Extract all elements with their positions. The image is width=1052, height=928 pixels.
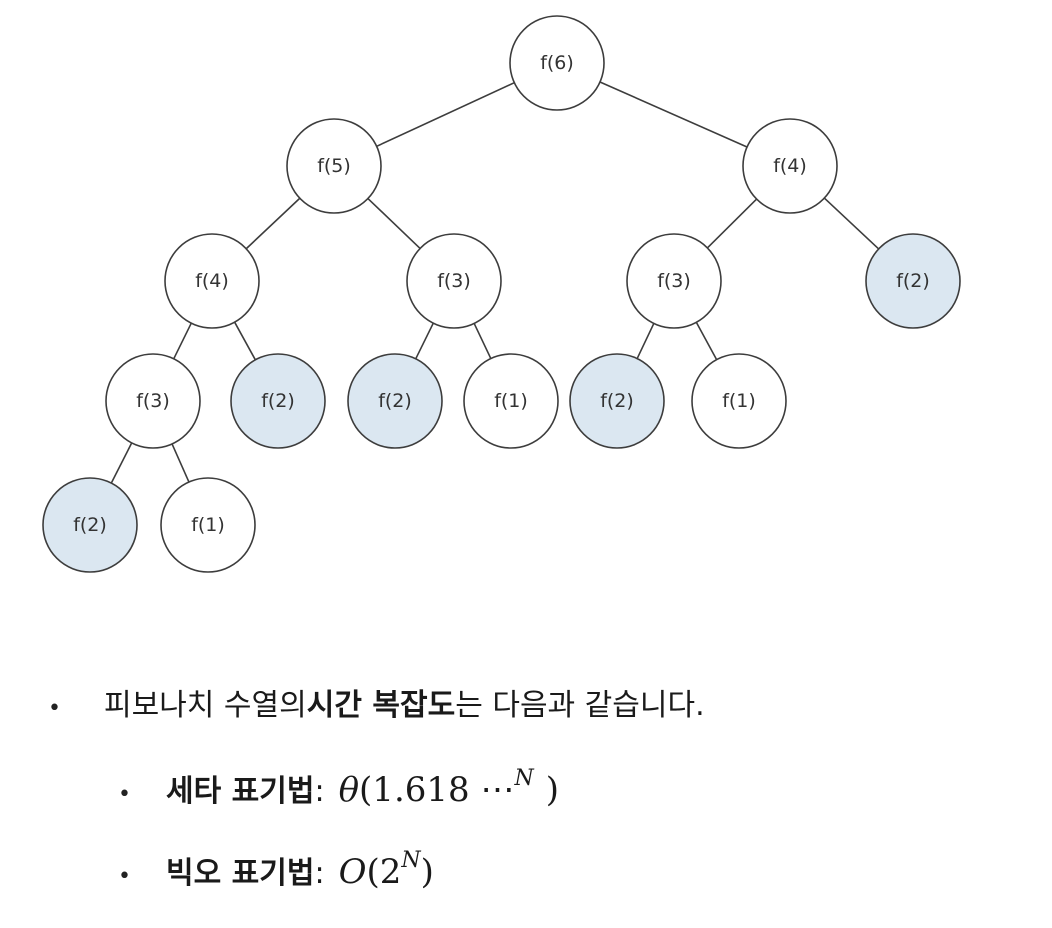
tree-node: f(1): [691, 353, 787, 449]
node-circle: [463, 353, 559, 449]
tree-nodes: f(6) f(5) f(4) f(4) f(3) f(3) f(2) f(3) f(2) f(2)…: [42, 15, 961, 573]
tree-node: f(2): [865, 233, 961, 329]
tree-node: f(4): [164, 233, 260, 329]
theta-exponent: N: [514, 766, 534, 791]
tree-edge: [706, 198, 758, 249]
node-label: f(1): [191, 514, 225, 536]
tree-edge: [695, 321, 718, 361]
theta-formula: θ(1.618 ⋯N): [338, 768, 559, 811]
tree-edge: [473, 323, 492, 359]
node-label: f(2): [600, 390, 634, 412]
node-label: f(1): [494, 390, 528, 412]
bullet-dot: •: [118, 782, 131, 807]
bullet-bigo-notation: • 빅오 표기법: O(2N): [118, 848, 434, 893]
theta-body: (1.618 ⋯: [359, 770, 515, 810]
bullet-dot: •: [48, 696, 61, 721]
node-circle: [160, 477, 256, 573]
tree-edge: [636, 323, 655, 359]
bullet-text-suffix: 는 다음과 같습니다.: [455, 688, 705, 723]
tree-edge: [171, 443, 190, 483]
tree-edge: [599, 81, 748, 148]
theta-colon: :: [314, 774, 325, 809]
tree-edge: [367, 197, 421, 250]
bigo-exponent: N: [401, 848, 421, 873]
bigo-body: (2: [366, 852, 402, 892]
node-label: f(1): [722, 390, 756, 412]
node-circle-highlighted: [865, 233, 961, 329]
bullet-text-prefix: 피보나치 수열의: [104, 688, 307, 723]
theta-close: ): [545, 770, 559, 810]
node-label: f(4): [773, 155, 807, 177]
tree-edge: [173, 322, 192, 360]
recursion-tree: f(6) f(5) f(4) f(4) f(3) f(3) f(2) f(3) f(2) f(2)…: [42, 15, 961, 573]
node-label: f(3): [437, 270, 471, 292]
bullet-text-bold: 시간 복잡도: [306, 688, 456, 723]
tree-node: f(2): [569, 353, 665, 449]
tree-edge: [233, 321, 257, 361]
node-label: f(2): [378, 390, 412, 412]
tree-node: f(6): [509, 15, 605, 111]
tree-node: f(2): [230, 353, 326, 449]
node-label: f(5): [317, 155, 351, 177]
node-circle: [742, 118, 838, 214]
tree-node: f(3): [626, 233, 722, 329]
node-circle: [286, 118, 382, 214]
node-label: f(2): [73, 514, 107, 536]
theta-label: 세타 표기법: [166, 774, 315, 809]
node-circle-highlighted: [42, 477, 138, 573]
node-circle: [105, 353, 201, 449]
tree-node: f(4): [742, 118, 838, 214]
bigo-label: 빅오 표기법: [166, 856, 315, 891]
node-circle: [626, 233, 722, 329]
tree-edges: [110, 81, 880, 484]
node-circle: [164, 233, 260, 329]
tree-node: f(3): [406, 233, 502, 329]
node-circle: [509, 15, 605, 111]
theta-symbol: θ: [338, 770, 360, 810]
bigo-symbol: O: [338, 852, 367, 892]
tree-edge: [376, 81, 515, 148]
node-circle-highlighted: [230, 353, 326, 449]
tree-edge: [823, 197, 880, 250]
bullet-theta-notation: • 세타 표기법: θ(1.618 ⋯N): [118, 766, 559, 811]
tree-node: f(1): [463, 353, 559, 449]
tree-node: f(1): [160, 477, 256, 573]
node-label: f(6): [540, 52, 574, 74]
node-label: f(4): [195, 270, 229, 292]
node-circle: [406, 233, 502, 329]
node-circle: [691, 353, 787, 449]
tree-node: f(2): [347, 353, 443, 449]
node-label: f(2): [896, 270, 930, 292]
tree-edge: [415, 322, 434, 360]
tree-node: f(5): [286, 118, 382, 214]
bigo-formula: O(2N): [338, 850, 434, 893]
bullet-dot: •: [118, 864, 131, 889]
node-circle-highlighted: [347, 353, 443, 449]
tree-node: f(2): [42, 477, 138, 573]
tree-node: f(3): [105, 353, 201, 449]
node-circle-highlighted: [569, 353, 665, 449]
node-label: f(3): [657, 270, 691, 292]
node-label: f(3): [136, 390, 170, 412]
tree-edge: [245, 197, 301, 250]
bigo-colon: :: [314, 856, 325, 891]
tree-edge: [110, 442, 133, 484]
node-label: f(2): [261, 390, 295, 412]
bigo-close: ): [420, 852, 434, 892]
